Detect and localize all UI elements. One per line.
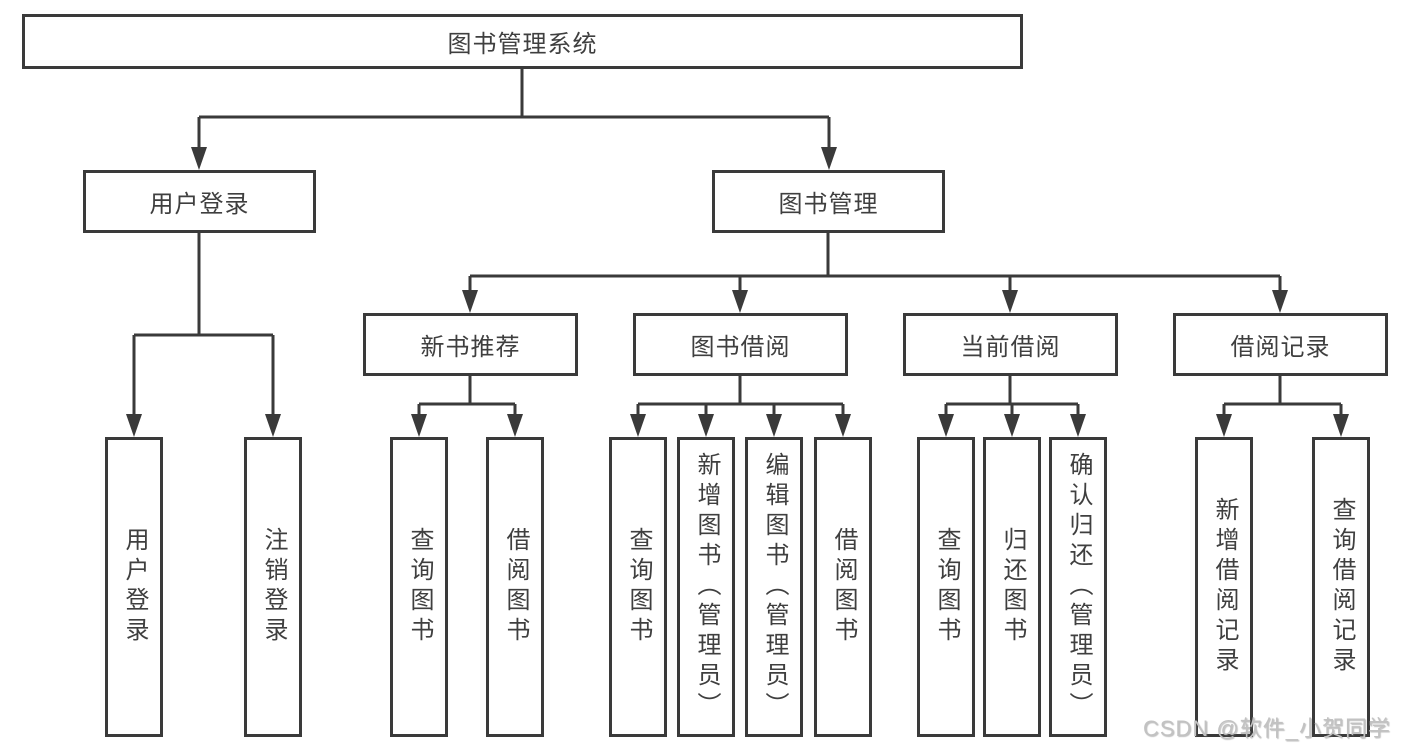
node-root-label: 图书管理系统 (447, 31, 598, 58)
arrow-head (126, 414, 142, 437)
leaf-borrow-edit-books-admin-label: 编辑图书（管理员） (761, 452, 788, 722)
leaf-records-add-record: 新增借阅记录 (1195, 437, 1253, 737)
leaf-current-return-books-label: 归还图书 (999, 527, 1026, 647)
arrow-head (191, 147, 207, 170)
leaf-current-query-books: 查询图书 (917, 437, 975, 737)
arrow-head (732, 290, 748, 313)
arrow-head (1070, 414, 1086, 437)
arrow-head (265, 414, 281, 437)
arrow-head (462, 290, 478, 313)
arrow-head (835, 414, 851, 437)
arrow-head (630, 414, 646, 437)
arrow-head (766, 414, 782, 437)
leaf-newbooks-borrow-books-label: 借阅图书 (502, 527, 529, 647)
leaf-borrow-edit-books-admin: 编辑图书（管理员） (745, 437, 803, 737)
node-user-login: 用户登录 (83, 170, 316, 233)
leaf-borrow-add-books-admin: 新增图书（管理员） (677, 437, 735, 737)
leaf-current-return-books: 归还图书 (983, 437, 1041, 737)
arrow-head (1002, 290, 1018, 313)
branch-borrow (638, 376, 843, 406)
arrow-head (821, 147, 837, 170)
leaf-newbooks-query-books: 查询图书 (390, 437, 448, 737)
leaf-borrow-query-books-label: 查询图书 (625, 527, 652, 647)
leaf-records-query-record: 查询借阅记录 (1312, 437, 1370, 737)
leaf-current-confirm-return-admin: 确认归还（管理员） (1049, 437, 1107, 737)
leaf-current-query-books-label: 查询图书 (933, 527, 960, 647)
node-new-book-recommend: 新书推荐 (363, 313, 578, 376)
arrow-head (1216, 414, 1232, 437)
node-new-book-recommend-label: 新书推荐 (420, 334, 521, 361)
arrow-head (411, 414, 427, 437)
arrow-head (1004, 414, 1020, 437)
leaf-records-query-record-label: 查询借阅记录 (1328, 497, 1355, 677)
node-current-borrowing: 当前借阅 (903, 313, 1118, 376)
arrow-head (1333, 414, 1349, 437)
node-root: 图书管理系统 (22, 14, 1023, 69)
leaf-current-confirm-return-admin-label: 确认归还（管理员） (1065, 452, 1092, 722)
branch-user-login (134, 233, 273, 337)
branch-book-mgmt (470, 233, 1280, 278)
leaf-logout: 注销登录 (244, 437, 302, 737)
node-borrow-records: 借阅记录 (1173, 313, 1388, 376)
csdn-watermark: CSDN @软件_小贺同学 (1142, 716, 1391, 741)
leaf-user-login-label: 用户登录 (121, 527, 148, 647)
leaf-user-login: 用户登录 (105, 437, 163, 737)
leaf-borrow-borrow-books: 借阅图书 (814, 437, 872, 737)
arrow-head (938, 414, 954, 437)
leaf-newbooks-query-books-label: 查询图书 (406, 527, 433, 647)
node-book-borrowing: 图书借阅 (633, 313, 848, 376)
branch-current (946, 376, 1078, 406)
leaf-records-add-record-label: 新增借阅记录 (1211, 497, 1238, 677)
node-book-management-label: 图书管理 (778, 191, 879, 218)
leaf-borrow-query-books: 查询图书 (609, 437, 667, 737)
leaf-logout-label: 注销登录 (260, 527, 287, 647)
branch-root (199, 69, 829, 119)
node-book-management: 图书管理 (712, 170, 945, 233)
leaf-borrow-add-books-admin-label: 新增图书（管理员） (693, 452, 720, 722)
leaf-newbooks-borrow-books: 借阅图书 (486, 437, 544, 737)
node-current-borrowing-label: 当前借阅 (960, 334, 1061, 361)
node-user-login-label: 用户登录 (149, 191, 250, 218)
leaf-borrow-borrow-books-label: 借阅图书 (830, 527, 857, 647)
arrow-head (1272, 290, 1288, 313)
node-book-borrowing-label: 图书借阅 (690, 334, 791, 361)
branch-records (1224, 376, 1341, 406)
node-borrow-records-label: 借阅记录 (1230, 334, 1331, 361)
arrow-head (507, 414, 523, 437)
branch-new-books (419, 376, 515, 406)
arrow-head (698, 414, 714, 437)
